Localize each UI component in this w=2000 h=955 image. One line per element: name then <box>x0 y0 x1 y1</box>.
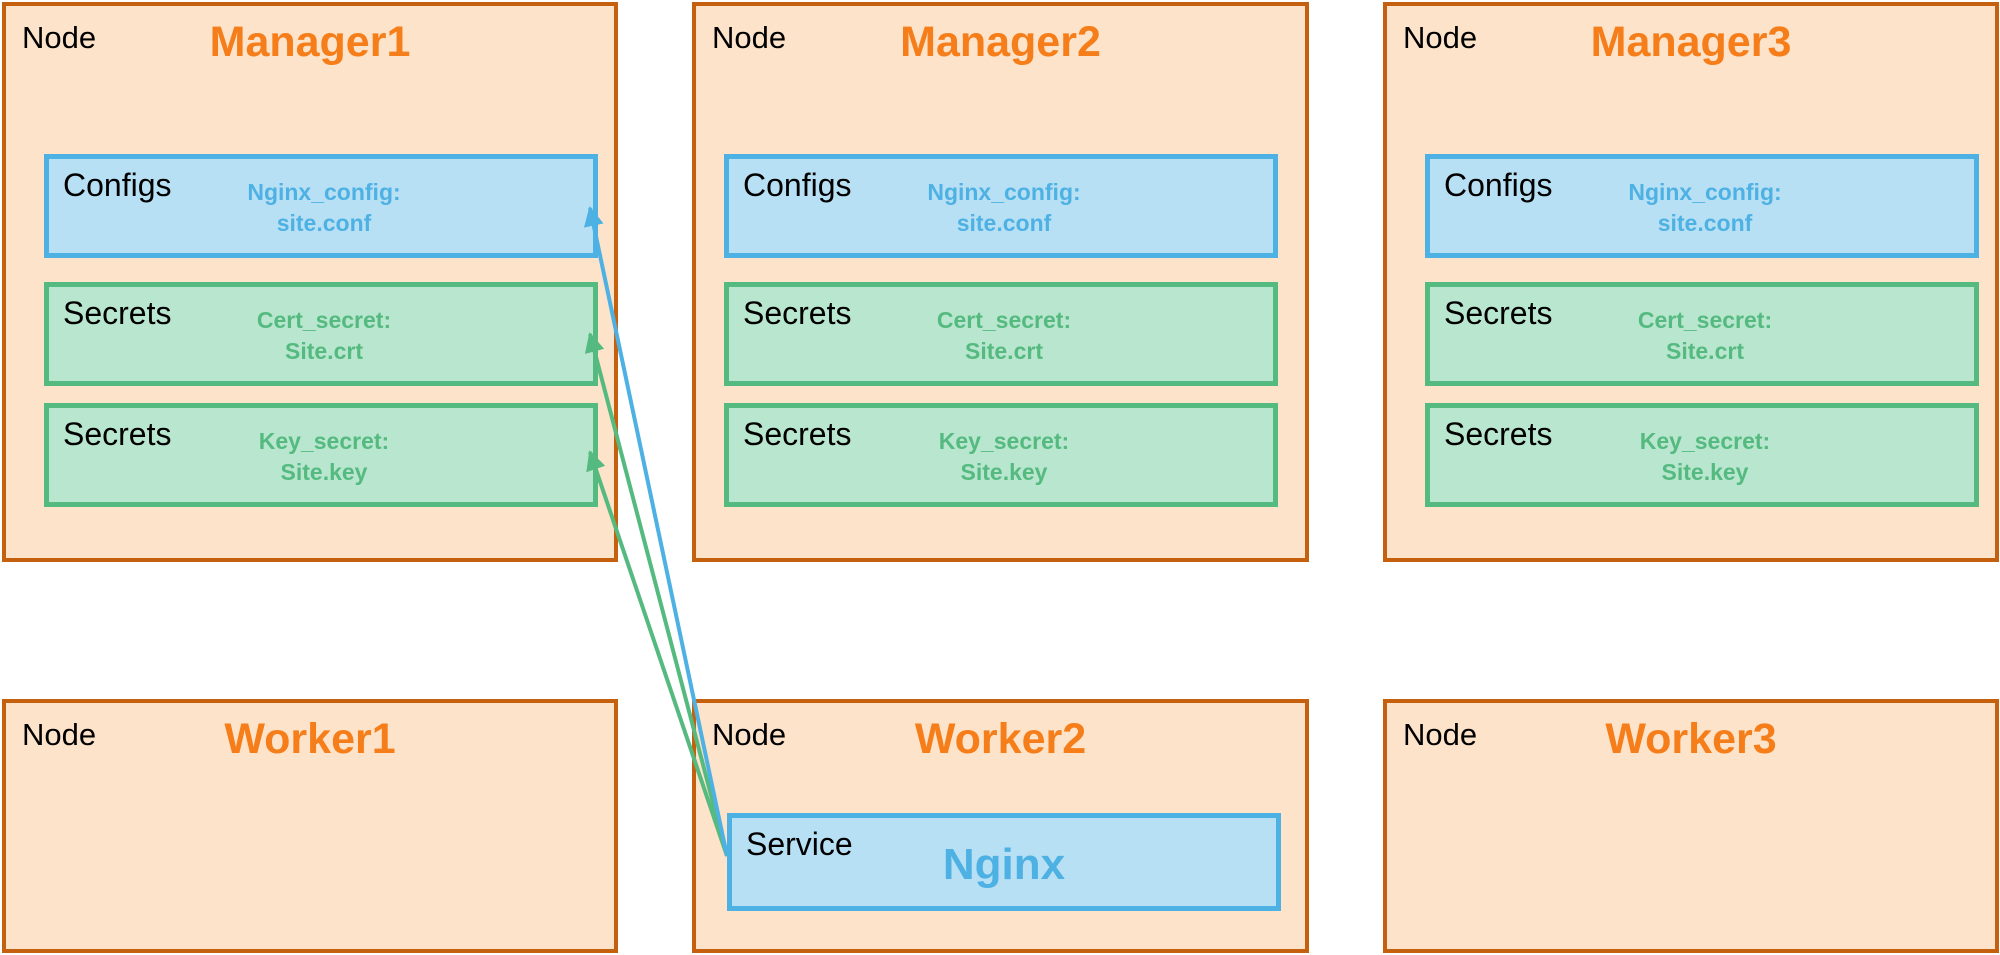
key-secret-file: Site.key <box>280 459 368 485</box>
config-name: Nginx_config: <box>247 179 401 205</box>
secrets-label: Secrets <box>743 416 852 452</box>
secrets-label: Secrets <box>1444 416 1553 452</box>
service-box: Service Nginx <box>727 813 1281 911</box>
manager1-node: Node Manager1 Configs Nginx_config: site… <box>2 2 618 562</box>
key-secret-value: Key_secret: Site.key <box>1590 426 1820 488</box>
config-file: site.conf <box>956 210 1052 236</box>
cert-secret-box: Secrets Cert_secret: Site.crt <box>44 282 598 386</box>
manager2-node: Node Manager2 Configs Nginx_config: site… <box>692 2 1309 562</box>
worker1-node: Node Worker1 <box>2 699 618 953</box>
key-secret-box: Secrets Key_secret: Site.key <box>724 403 1278 507</box>
node-title: Worker3 <box>1605 715 1777 763</box>
cert-secret-value: Cert_secret: Site.crt <box>1590 305 1820 367</box>
key-secret-box: Secrets Key_secret: Site.key <box>44 403 598 507</box>
arrow-cert-secret <box>584 332 729 857</box>
arrow-key-secret <box>586 450 729 857</box>
node-label: Node <box>22 717 97 752</box>
cert-secret-box: Secrets Cert_secret: Site.crt <box>1425 282 1979 386</box>
cert-secret-value: Cert_secret: Site.crt <box>889 305 1119 367</box>
key-secret-name: Key_secret: <box>1639 428 1771 454</box>
key-secret-file: Site.key <box>960 459 1048 485</box>
config-value: Nginx_config: site.conf <box>209 177 439 239</box>
key-secret-file: Site.key <box>1661 459 1749 485</box>
key-secret-name: Key_secret: <box>938 428 1070 454</box>
key-secret-value: Key_secret: Site.key <box>889 426 1119 488</box>
cert-secret-name: Cert_secret: <box>1637 307 1773 333</box>
cert-secret-value: Cert_secret: Site.crt <box>209 305 439 367</box>
config-file: site.conf <box>276 210 372 236</box>
manager3-node: Node Manager3 Configs Nginx_config: site… <box>1383 2 1999 562</box>
key-secret-name: Key_secret: <box>258 428 390 454</box>
configs-box: Configs Nginx_config: site.conf <box>44 154 598 258</box>
node-title: Manager2 <box>900 18 1101 66</box>
secrets-label: Secrets <box>743 295 852 331</box>
cert-secret-file: Site.crt <box>1666 338 1744 364</box>
configs-box: Configs Nginx_config: site.conf <box>1425 154 1979 258</box>
service-name: Nginx <box>942 840 1066 889</box>
config-name: Nginx_config: <box>1628 179 1782 205</box>
key-secret-value: Key_secret: Site.key <box>209 426 439 488</box>
secrets-label: Secrets <box>63 416 172 452</box>
node-label: Node <box>712 717 787 752</box>
node-title: Worker1 <box>224 715 396 763</box>
node-title: Manager1 <box>209 18 411 66</box>
node-title: Worker2 <box>914 715 1087 763</box>
configs-box: Configs Nginx_config: site.conf <box>724 154 1278 258</box>
configs-label: Configs <box>743 167 852 203</box>
service-label: Service <box>746 826 853 862</box>
node-title: Manager3 <box>1590 18 1792 66</box>
arrow-config <box>583 206 729 857</box>
cert-secret-file: Site.crt <box>285 338 363 364</box>
worker2-node: Node Worker2 Service Nginx <box>692 699 1309 953</box>
configs-label: Configs <box>63 167 172 203</box>
worker3-node: Node Worker3 <box>1383 699 1999 953</box>
cert-secret-file: Site.crt <box>965 338 1043 364</box>
key-secret-box: Secrets Key_secret: Site.key <box>1425 403 1979 507</box>
config-value: Nginx_config: site.conf <box>889 177 1119 239</box>
cert-secret-box: Secrets Cert_secret: Site.crt <box>724 282 1278 386</box>
config-value: Nginx_config: site.conf <box>1590 177 1820 239</box>
config-file: site.conf <box>1657 210 1753 236</box>
cert-secret-name: Cert_secret: <box>936 307 1072 333</box>
node-label: Node <box>22 20 97 55</box>
cert-secret-name: Cert_secret: <box>256 307 392 333</box>
node-label: Node <box>1403 20 1478 55</box>
node-label: Node <box>1403 717 1478 752</box>
secrets-label: Secrets <box>63 295 172 331</box>
node-label: Node <box>712 20 787 55</box>
config-name: Nginx_config: <box>927 179 1081 205</box>
configs-label: Configs <box>1444 167 1553 203</box>
secrets-label: Secrets <box>1444 295 1553 331</box>
